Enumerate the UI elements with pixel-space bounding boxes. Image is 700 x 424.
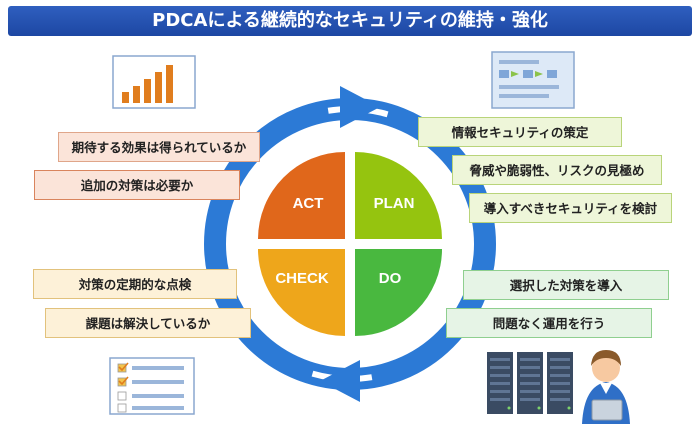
cycle-arrow-top-icon — [340, 86, 380, 128]
plan-item-select-security: 導入すべきセキュリティを検討 — [469, 193, 672, 223]
page-title: PDCAによる継続的なセキュリティの維持・強化 — [8, 6, 692, 36]
quadrant-check-label: CHECK — [275, 270, 329, 287]
plan-item-threat-analysis: 脅威や脆弱性、リスクの見極め — [452, 155, 662, 185]
operator-person-icon — [582, 350, 630, 424]
quadrant-do-label: DO — [379, 270, 402, 287]
act-item-expected-effect: 期待する効果は得られているか — [58, 132, 260, 162]
cycle-arrow-bottom-icon — [320, 360, 360, 402]
quadrant-plan — [355, 152, 442, 239]
check-item-issues-resolved: 課題は解決しているか — [45, 308, 251, 338]
check-item-periodic-inspection: 対策の定期的な点検 — [33, 269, 237, 299]
quadrant-act-label: ACT — [293, 195, 324, 212]
plan-item-policy: 情報セキュリティの策定 — [418, 117, 622, 147]
server-rack-icon — [487, 352, 573, 414]
quadrant-check — [258, 249, 345, 336]
do-item-introduce-measures: 選択した対策を導入 — [463, 270, 669, 300]
quadrant-act — [258, 152, 345, 239]
flow-document-icon — [491, 51, 575, 109]
quadrant-do — [355, 249, 442, 336]
do-item-operate-smoothly: 問題なく運用を行う — [446, 308, 652, 338]
checklist-icon — [109, 357, 195, 415]
quadrant-plan-label: PLAN — [374, 195, 415, 212]
act-item-additional-measures: 追加の対策は必要か — [34, 170, 240, 200]
bar-chart-icon — [112, 55, 196, 109]
